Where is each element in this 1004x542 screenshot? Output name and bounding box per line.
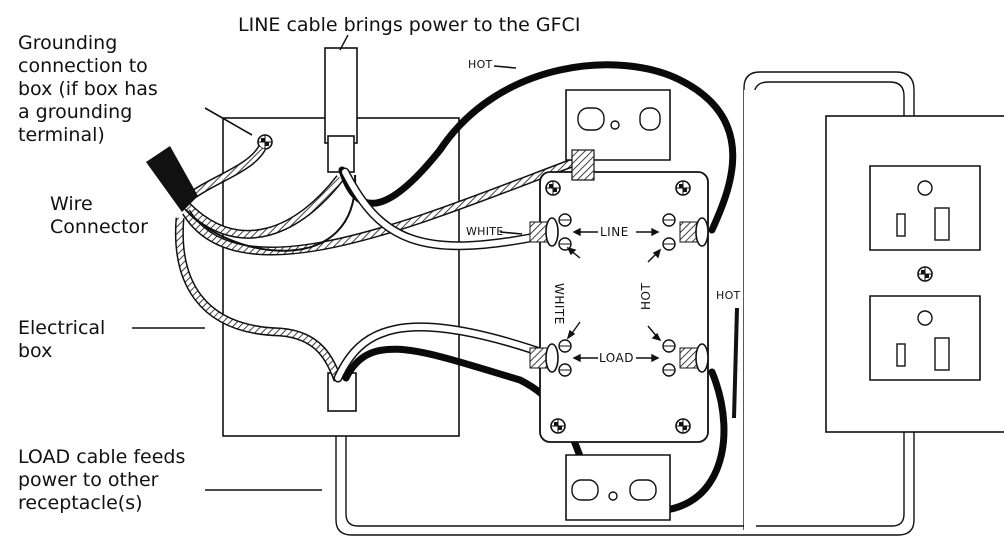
hot-line-wire — [338, 61, 737, 234]
line-cable-sheath — [324, 47, 358, 144]
terminal-line-white — [529, 213, 572, 251]
line-cable-label: LINE cable brings power to the GFCI — [238, 14, 581, 36]
wire-connector — [146, 146, 198, 212]
electrical-box-label: Electrical box — [18, 317, 106, 362]
load-cable-end — [327, 372, 357, 412]
gfci-mounting-strap — [565, 89, 671, 521]
gfci-white-label: WHITE — [552, 283, 566, 325]
gfci-hot-label: HOT — [639, 282, 653, 310]
wire-connector-label: Wire Connector — [50, 193, 148, 238]
receptacle-plate — [825, 115, 1004, 433]
outlet-top — [869, 165, 981, 251]
terminal-line-hot — [662, 213, 709, 251]
gfci-line-label: LINE — [600, 225, 629, 239]
load-cable-label: LOAD cable feeds power to other receptac… — [18, 446, 186, 514]
terminal-load-white — [529, 339, 572, 377]
ground-wires — [174, 145, 582, 382]
white-tag-left: WHITE — [466, 225, 504, 238]
hot-tag-right: HOT — [716, 289, 741, 302]
hot-tag-top: HOT — [468, 58, 493, 71]
outlet-bottom — [869, 295, 981, 381]
terminal-load-hot — [662, 339, 709, 377]
gfci-load-label: LOAD — [599, 351, 634, 365]
gfci-arrows — [566, 227, 662, 363]
grounding-connection-label: Grounding connection to box (if box has … — [18, 32, 158, 146]
leader-lines — [132, 65, 739, 491]
line-cable-end — [327, 135, 355, 173]
